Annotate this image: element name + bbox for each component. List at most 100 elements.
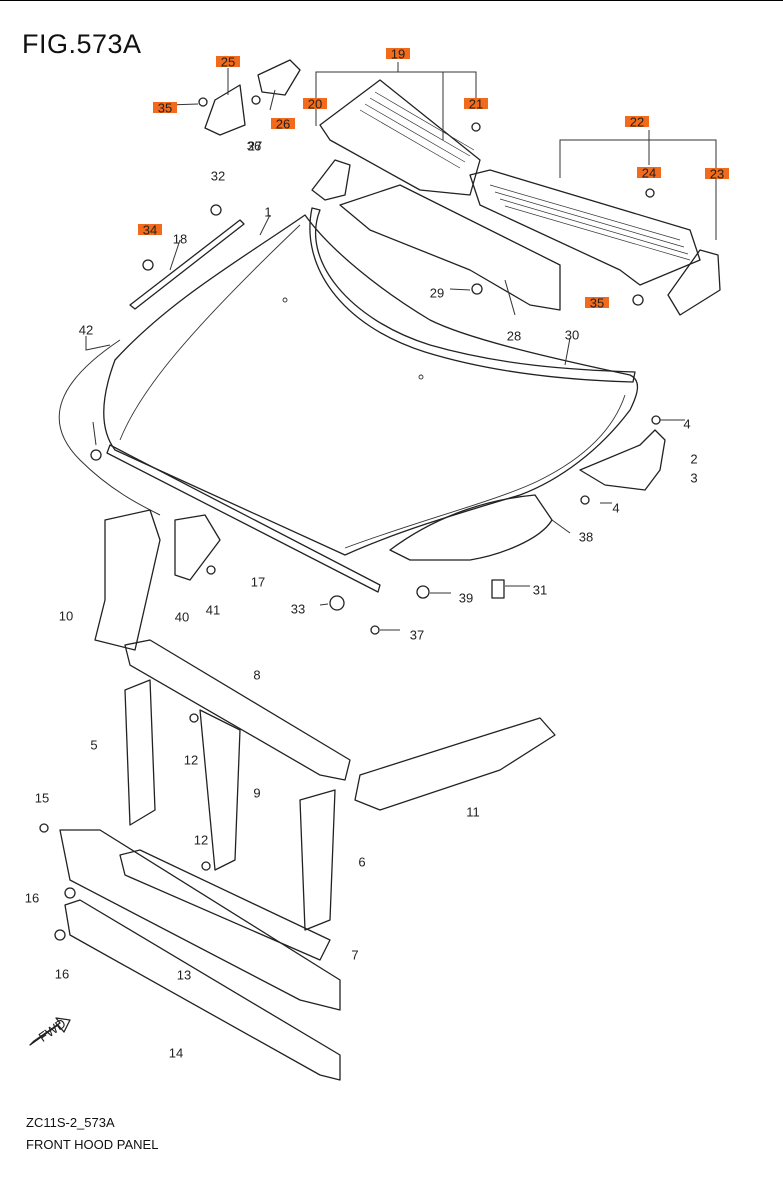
callout-22: 22 [625, 115, 649, 130]
callout-highlight [625, 116, 649, 127]
rad-support-lower-7 [119, 849, 331, 961]
callout-number: 40 [175, 610, 189, 625]
callout-highlight [637, 167, 661, 178]
side-member-10 [94, 509, 161, 651]
cowl-grille-hatch-left [359, 91, 475, 169]
callout-24: 24 [637, 166, 661, 181]
callout-highlight [705, 168, 729, 179]
callout-3: 3 [690, 471, 697, 486]
callout-29: 29 [430, 286, 444, 301]
callout-31: 31 [533, 583, 547, 598]
callout-18: 18 [173, 232, 187, 247]
callout-number: 16 [25, 891, 39, 906]
cowl-inner-27 [339, 184, 561, 311]
callout-2: 2 [690, 452, 697, 467]
cowl-top-right [469, 169, 701, 286]
callout-42: 42 [79, 323, 93, 338]
callout-number: 3 [690, 471, 697, 486]
callout-number: 21 [469, 97, 483, 112]
figure-title: FIG.573A [22, 29, 142, 59]
figure-name: FRONT HOOD PANEL [26, 1137, 159, 1152]
callout-highlight [303, 98, 327, 109]
callout-number: 35 [158, 101, 172, 116]
callout-35: 35 [153, 101, 177, 116]
callout-highlight [153, 102, 177, 113]
callout-27: 27 [248, 139, 262, 154]
hood-panel [103, 214, 639, 556]
callout-number: 22 [630, 115, 644, 130]
callout-number: 13 [177, 968, 191, 983]
callout-number: 41 [206, 603, 220, 618]
callout-highlight [216, 56, 240, 67]
cowl-top-left [319, 79, 481, 196]
callout-23: 23 [705, 167, 729, 182]
callout-number: 11 [466, 805, 480, 820]
figure-code: ZC11S-2_573A [26, 1115, 115, 1130]
hood-seal-29 [309, 207, 636, 383]
callout-number: 29 [430, 286, 444, 301]
callout-highlight [464, 98, 488, 109]
exploded-view-drawing: FWD [29, 59, 721, 1081]
callout-number: 4 [683, 417, 690, 432]
callout-number: 32 [211, 169, 225, 184]
callout-number: 2 [690, 452, 697, 467]
callout-4: 4 [612, 501, 619, 516]
callout-number: 12 [184, 753, 198, 768]
hood-hinge [579, 429, 666, 491]
callout-number: 18 [173, 232, 187, 247]
cowl-panel-20 [311, 159, 351, 201]
callout-4: 4 [683, 417, 690, 432]
callout-33: 33 [291, 602, 305, 617]
cover-26 [257, 59, 301, 96]
cowl-grille-hatch-right [489, 184, 691, 261]
callout-21: 21 [464, 97, 488, 112]
top-border [0, 0, 783, 1]
hood-rod-18 [129, 219, 245, 310]
callout-11: 11 [466, 805, 480, 820]
callout-13: 13 [177, 968, 191, 983]
rad-support-pillar-5 [124, 679, 156, 826]
callout-number: 6 [358, 855, 365, 870]
callout-highlight [138, 224, 162, 235]
callout-16: 16 [25, 891, 39, 906]
hood-latch-39 [174, 514, 221, 581]
callout-number: 35 [590, 296, 604, 311]
callout-20: 20 [303, 97, 327, 112]
callout-number: 4 [612, 501, 619, 516]
bracket-25 [204, 84, 246, 136]
callout-14: 14 [169, 1046, 183, 1061]
bumper-reinforcement-13 [59, 829, 341, 1011]
bumper-beam-14 [64, 899, 341, 1081]
callout-highlight [386, 48, 410, 59]
callout-17: 17 [251, 575, 265, 590]
callout-34: 34 [138, 223, 162, 238]
callout-30: 30 [565, 328, 579, 343]
callout-35: 35 [585, 296, 609, 311]
rad-support-pillar-6 [299, 789, 336, 931]
rad-support-pillar-9 [199, 709, 241, 871]
callout-number: 27 [248, 139, 262, 154]
hood-insulator-37 [389, 494, 553, 561]
callout-number: 10 [59, 609, 73, 624]
callout-highlight [585, 297, 609, 308]
rad-support-upper-8 [124, 639, 351, 781]
callout-6: 6 [358, 855, 365, 870]
callout-19: 19 [386, 47, 410, 62]
callout-12: 12 [184, 753, 198, 768]
callout-number: 23 [710, 167, 724, 182]
hood-strip-17 [106, 444, 381, 593]
callout-number: 36 [247, 139, 261, 154]
callout-25: 25 [216, 55, 240, 70]
callout-16: 16 [55, 967, 69, 982]
callout-number: 9 [253, 786, 260, 801]
callout-26: 26 [271, 117, 295, 132]
callout-36: 36 [247, 139, 261, 154]
callout-41: 41 [206, 603, 220, 618]
callout-39: 39 [459, 591, 473, 606]
cowl-side-23 [667, 249, 721, 316]
callout-number: 20 [308, 97, 322, 112]
callout-number: 26 [276, 117, 290, 132]
callout-number: 24 [642, 166, 656, 181]
